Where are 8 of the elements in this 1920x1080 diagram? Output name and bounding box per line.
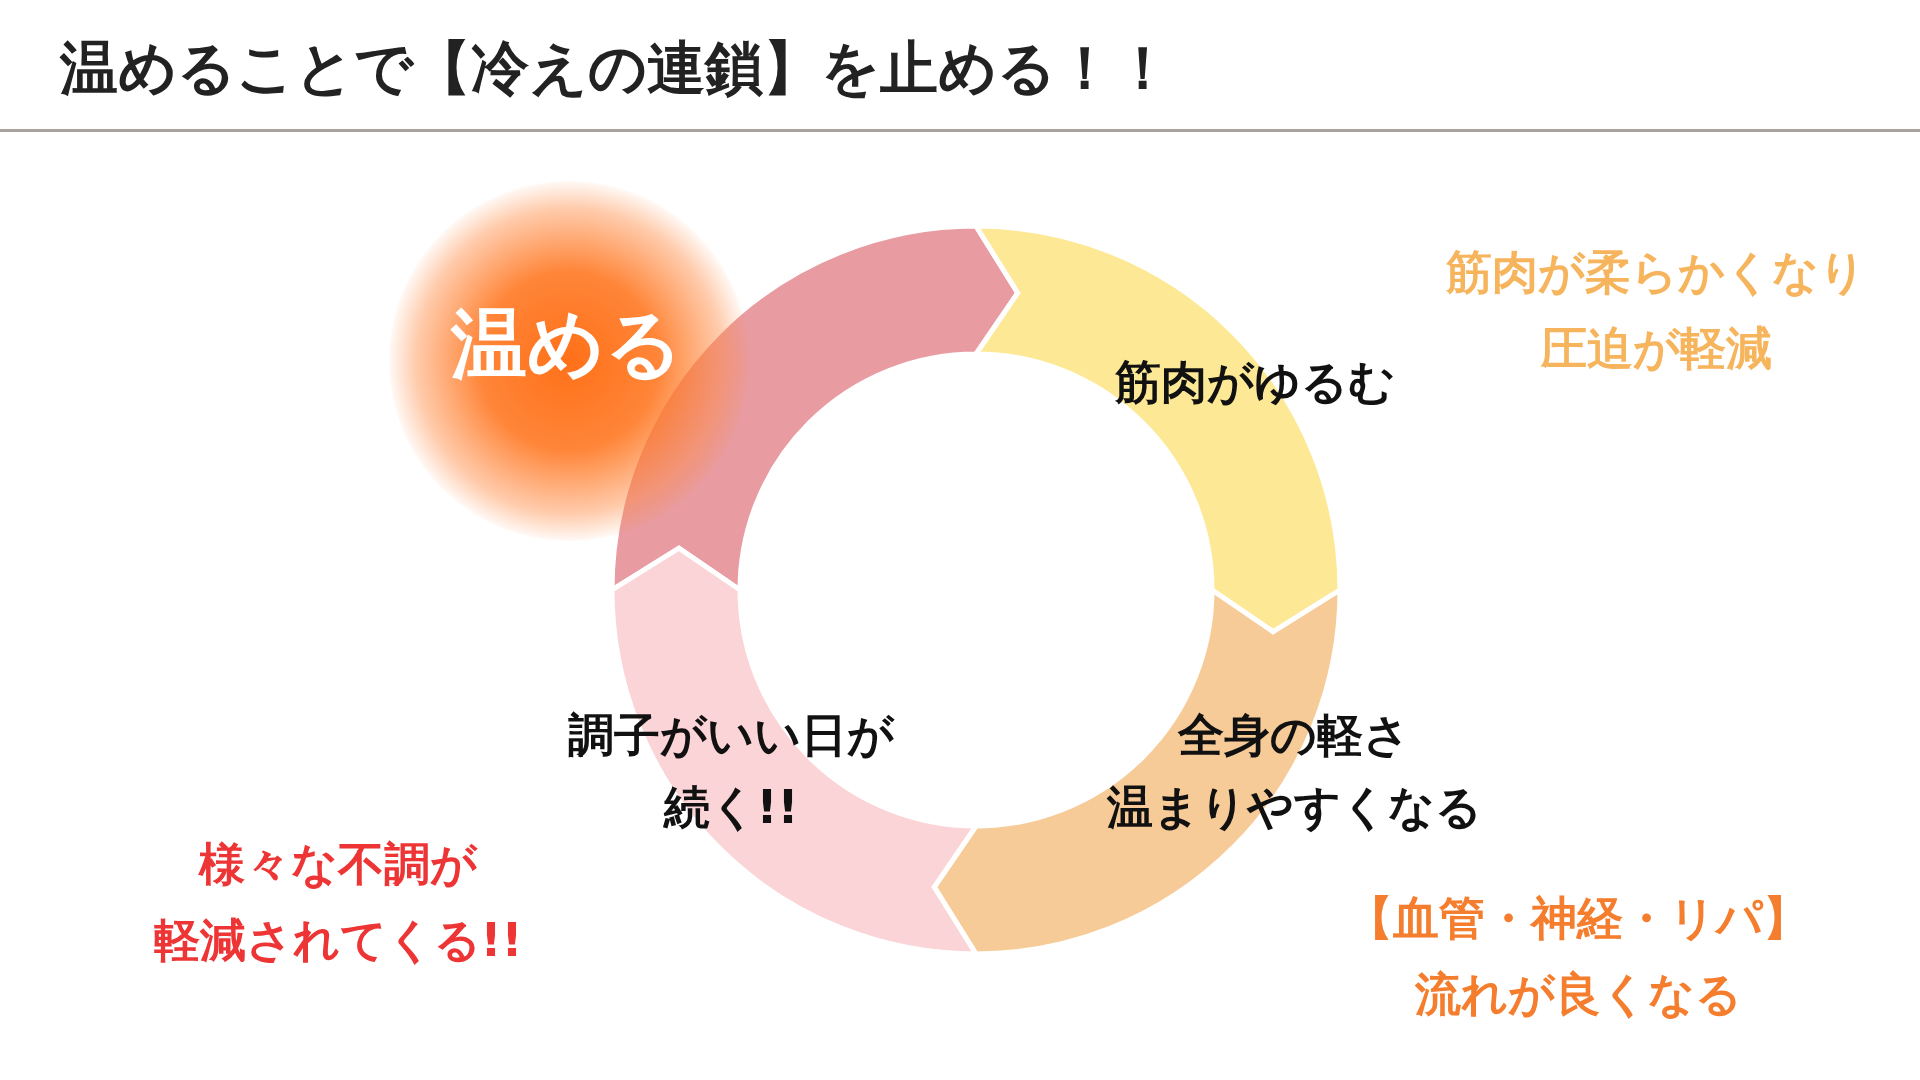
step-text: 全身の軽さ温まりやすくなる	[1106, 707, 1482, 836]
note-text: 【血管・神経・リパ】流れが良くなる	[1347, 890, 1809, 1023]
step-text: 筋肉がゆるむ	[1115, 354, 1395, 411]
step-text: 調子がいい日が続く!!	[568, 707, 894, 836]
note-text: 様々な不調が軽減されてくる!!	[153, 836, 523, 969]
glow-text: 温める	[451, 297, 683, 390]
title: 温めることで【冷えの連鎖】を止める！！	[60, 34, 1172, 104]
note-text: 筋肉が柔らかくなり圧迫が軽減	[1446, 244, 1866, 377]
